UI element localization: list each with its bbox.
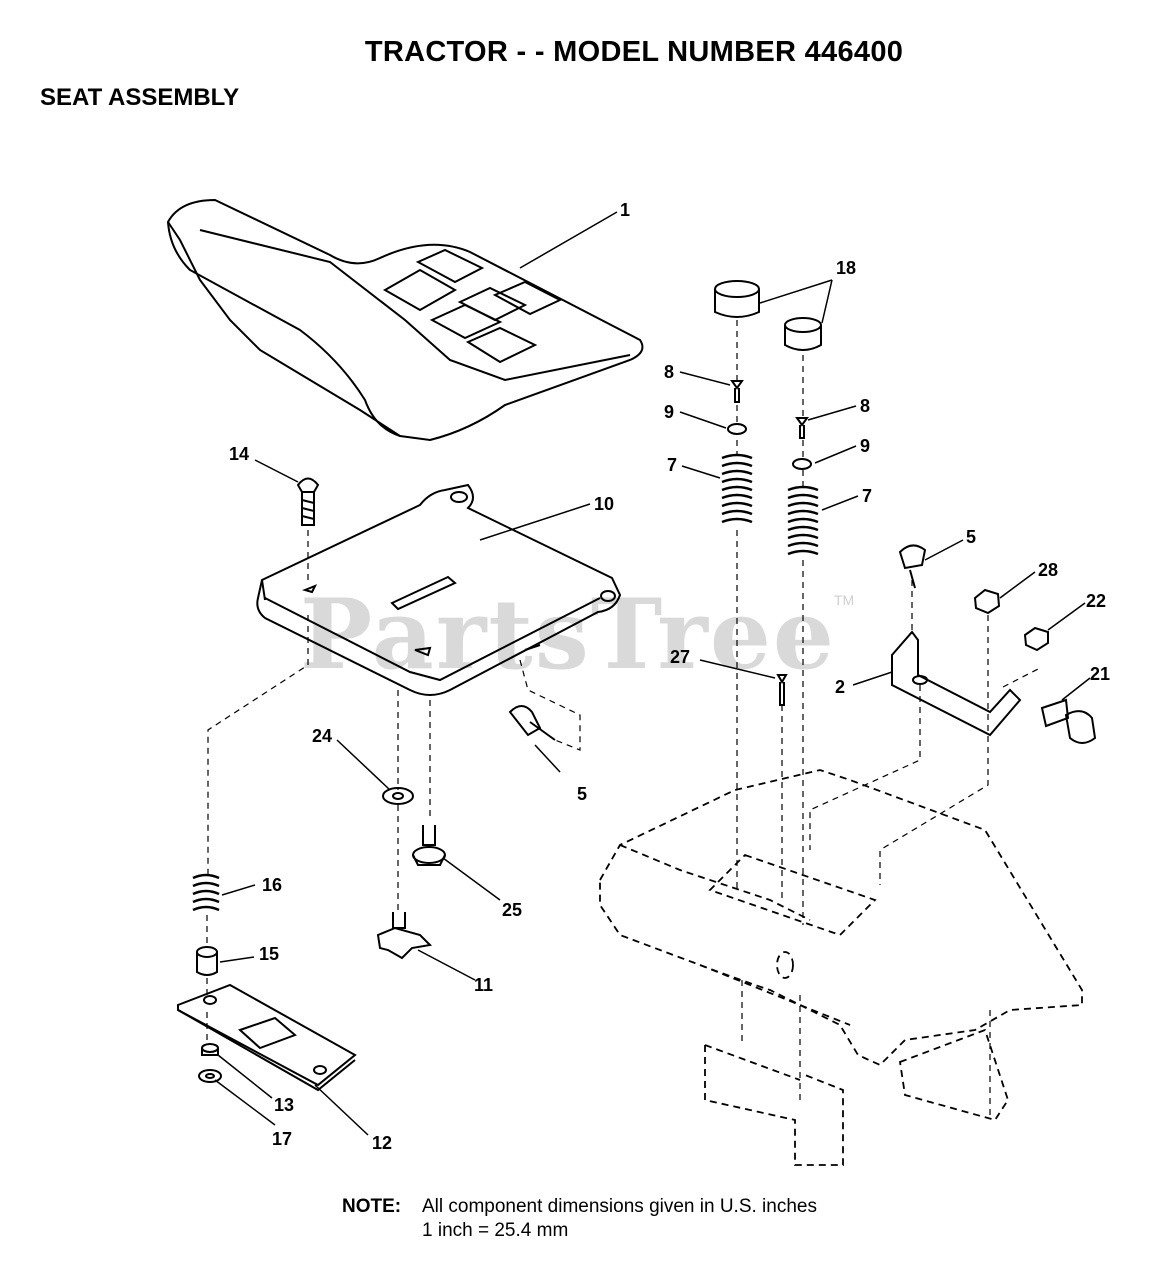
callout-21: 21 (1090, 664, 1110, 684)
callout-25: 25 (502, 900, 522, 920)
callout-9-right: 9 (860, 436, 870, 456)
callout-leaders (214, 211, 1091, 1136)
page-title: TRACTOR - - MODEL NUMBER 446400 (364, 36, 904, 68)
callout-18: 18 (836, 258, 856, 278)
watermark-logo: PartsTree (300, 578, 836, 691)
note-text: All component dimensions given in U.S. i… (422, 1196, 817, 1217)
spacer-15-part (196, 946, 218, 976)
pivot-bracket-part (177, 983, 357, 1092)
callout-2: 2 (835, 677, 845, 697)
carriage-bolt-part (296, 477, 320, 526)
callout-14: 14 (229, 444, 249, 464)
callout-15: 15 (259, 944, 279, 964)
callout-10: 10 (594, 494, 614, 514)
note-label: NOTE: (342, 1196, 402, 1217)
callout-13: 13 (274, 1095, 294, 1115)
callout-labels: 1 18 8 9 7 8 9 7 14 10 5 28 22 27 2 21 2… (229, 200, 1110, 1153)
callout-12: 12 (372, 1133, 392, 1153)
seat-pan-part (256, 483, 622, 696)
washer-bolt-knob-parts (376, 787, 446, 960)
callout-5-left: 5 (577, 784, 587, 804)
callout-8-right: 8 (860, 396, 870, 416)
tractor-frame (599, 769, 1083, 1166)
callout-7-right: 7 (862, 486, 872, 506)
section-title: SEAT ASSEMBLY (40, 84, 240, 111)
callout-9-left: 9 (664, 402, 674, 422)
seat-part (166, 198, 644, 442)
callout-7-left: 7 (667, 455, 677, 475)
clip-parts (508, 544, 927, 741)
callout-8-left: 8 (664, 362, 674, 382)
callout-16: 16 (262, 875, 282, 895)
callout-1: 1 (620, 200, 630, 220)
note-line-2: 1 inch = 25.4 mm (422, 1220, 569, 1241)
callout-22: 22 (1086, 591, 1106, 611)
callout-27: 27 (670, 647, 690, 667)
hardware-parts (776, 588, 1097, 744)
spring-16-part (192, 873, 220, 912)
callout-28: 28 (1038, 560, 1058, 580)
nut-washer-parts (198, 1043, 222, 1083)
assembly-guide-lines (206, 320, 1041, 1120)
bolt-washer-parts (727, 380, 812, 470)
callout-17: 17 (272, 1129, 292, 1149)
callout-11: 11 (474, 975, 493, 995)
watermark-trademark: TM (834, 592, 855, 608)
spacer-parts (714, 280, 822, 351)
note-line-1: NOTE: All component dimensions given in U… (342, 1196, 817, 1218)
callout-24: 24 (312, 726, 332, 746)
callout-5-right: 5 (966, 527, 976, 547)
